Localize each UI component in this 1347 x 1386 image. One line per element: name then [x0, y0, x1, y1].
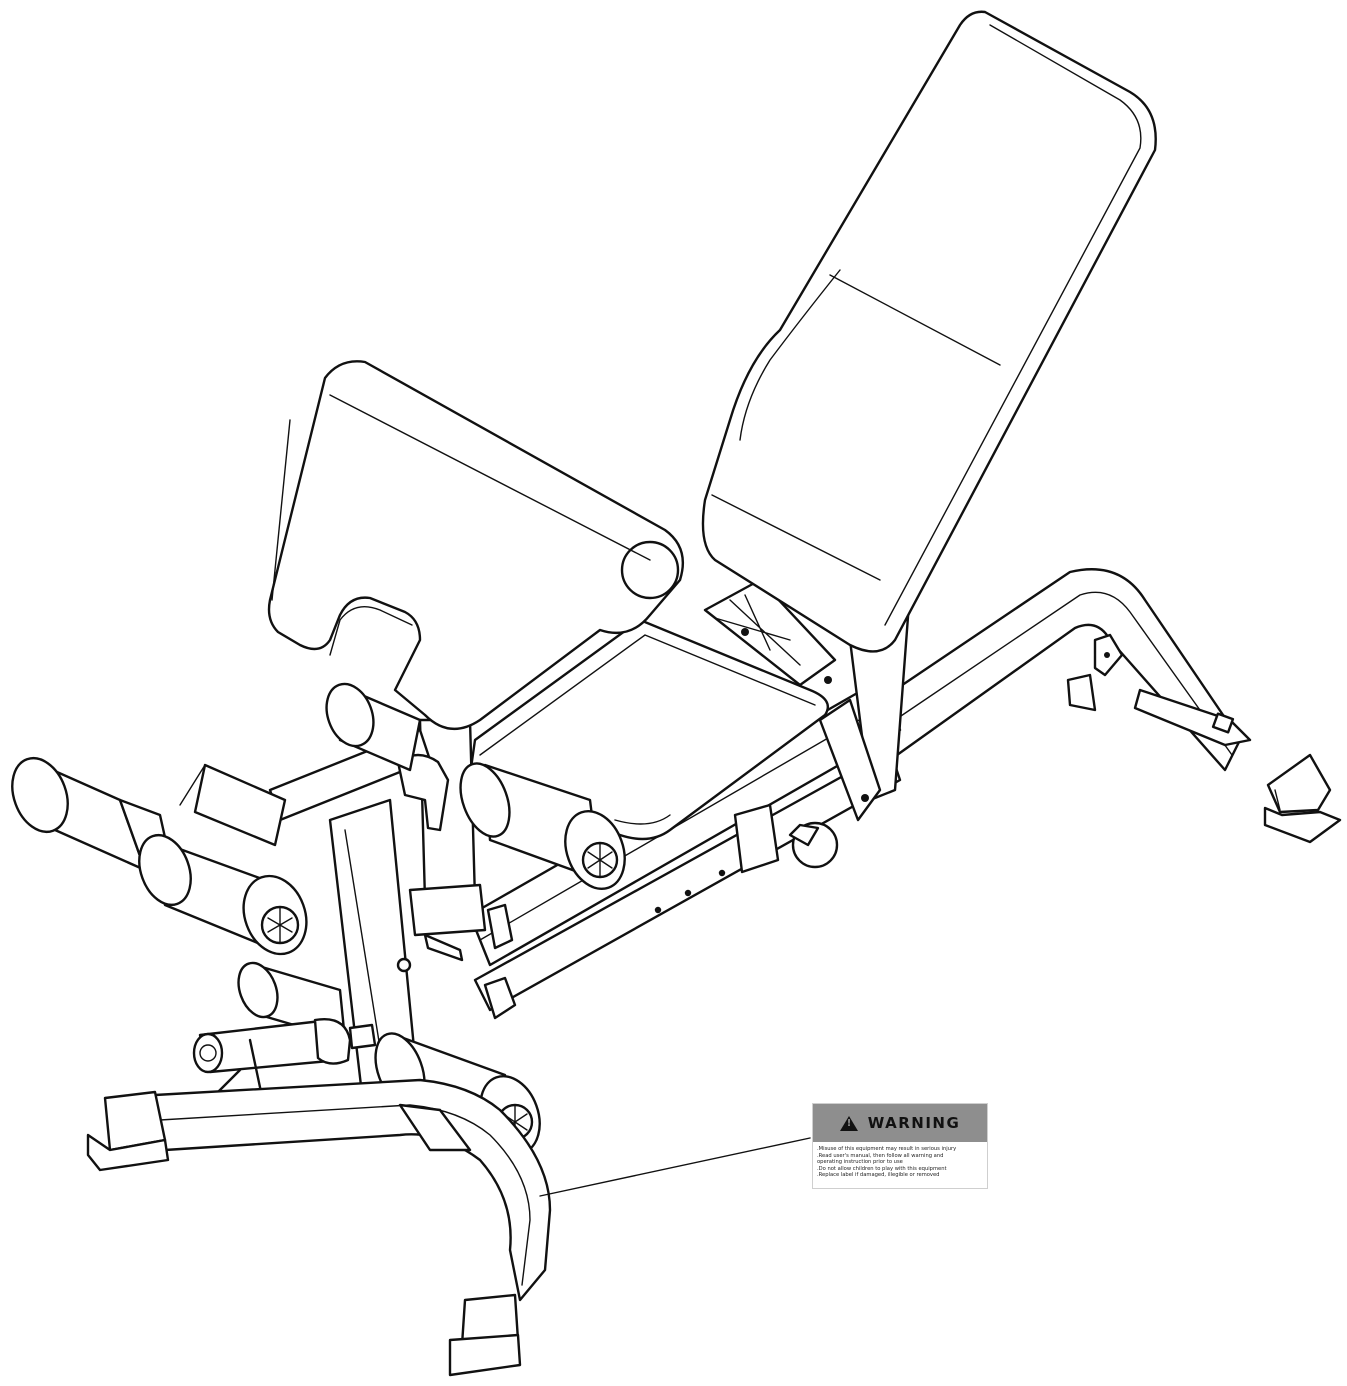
weight-peg — [192, 1018, 377, 1127]
warning-triangle-icon — [839, 1115, 858, 1131]
rear-base-frame — [878, 568, 1252, 772]
warning-line: operating instruction prior to use — [817, 1159, 903, 1166]
rear-right-foot — [1263, 753, 1342, 844]
adjustment-knob — [788, 821, 839, 869]
warning-label: WARNING .Misuse of this equipment may re… — [812, 1103, 988, 1189]
front-right-foot — [448, 1293, 522, 1377]
warning-line: .Do not allow children to play with this… — [817, 1165, 947, 1172]
front-left-foot — [86, 1090, 170, 1172]
backrest-pad — [701, 10, 1157, 653]
warning-line: .Misuse of this equipment may result in … — [817, 1146, 957, 1152]
warning-line: .Replace label if damaged, illegible or … — [817, 1172, 940, 1179]
roller-front-left — [138, 833, 308, 956]
rear-left-foot — [1066, 673, 1097, 712]
warning-line: .Read user's manual, then follow all war… — [817, 1152, 944, 1159]
seat-pad — [468, 618, 830, 841]
warning-title: WARNING — [867, 1114, 961, 1132]
roller-center-right — [459, 762, 626, 890]
front-base-frame — [153, 1078, 552, 1302]
warning-header: WARNING — [813, 1104, 987, 1142]
warning-text: .Misuse of this equipment may result in … — [813, 1142, 987, 1179]
label-leader-line — [539, 1137, 811, 1197]
preacher-pad — [267, 360, 685, 731]
roller-center-left — [325, 682, 422, 772]
